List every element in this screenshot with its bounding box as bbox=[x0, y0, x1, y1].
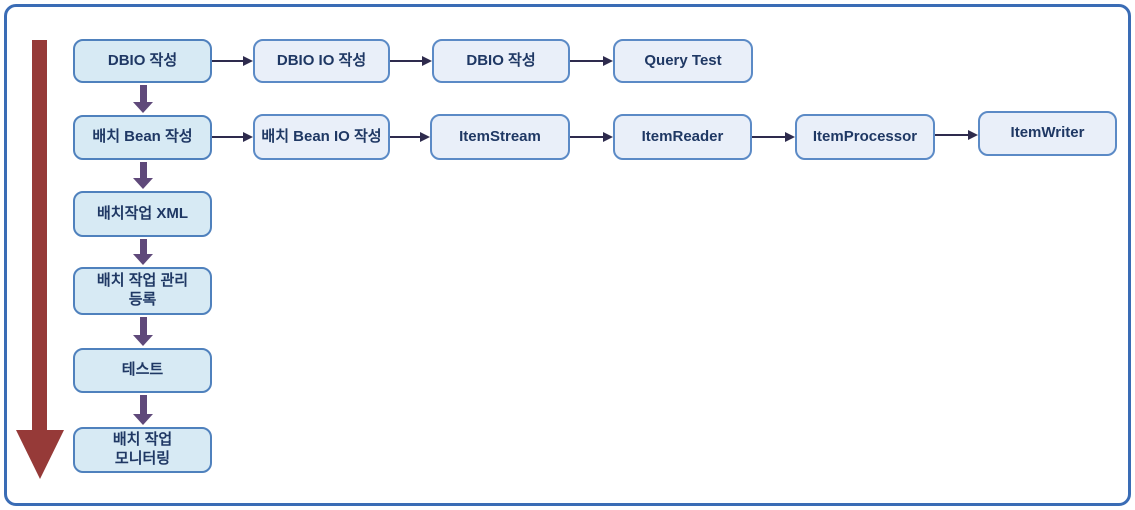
flow-step-batch-job-xml: 배치작업 XML bbox=[73, 191, 212, 237]
arrow-shaft bbox=[935, 134, 970, 136]
arrow-head bbox=[133, 335, 153, 346]
arrow-head bbox=[968, 130, 978, 140]
arrow-head bbox=[243, 56, 253, 66]
arrow-down-icon bbox=[132, 162, 154, 189]
arrow-right-icon bbox=[390, 131, 430, 143]
arrow-down-icon bbox=[132, 395, 154, 425]
arrow-head bbox=[243, 132, 253, 142]
flow-step-batch-bean-io-write: 배치 Bean IO 작성 bbox=[253, 114, 390, 160]
flow-step-dbio-write-2: DBIO 작성 bbox=[432, 39, 570, 83]
flow-step-batch-bean-write: 배치 Bean 작성 bbox=[73, 115, 212, 160]
arrow-right-icon bbox=[752, 131, 795, 143]
flow-step-query-test: Query Test bbox=[613, 39, 753, 83]
arrow-shaft bbox=[390, 60, 424, 62]
arrow-head bbox=[133, 414, 153, 425]
arrow-down-icon bbox=[132, 239, 154, 265]
flow-step-batch-job-monitoring: 배치 작업 모니터링 bbox=[73, 427, 212, 473]
arrow-shaft bbox=[139, 162, 147, 179]
arrow-right-icon bbox=[570, 55, 613, 67]
arrow-head bbox=[420, 132, 430, 142]
arrow-right-icon bbox=[212, 55, 253, 67]
arrow-shaft bbox=[570, 136, 605, 138]
arrow-head bbox=[422, 56, 432, 66]
arrow-head bbox=[133, 102, 153, 113]
arrow-shaft bbox=[212, 60, 245, 62]
arrow-head bbox=[603, 132, 613, 142]
arrow-shaft bbox=[212, 136, 245, 138]
arrow-shaft bbox=[390, 136, 422, 138]
arrow-head bbox=[785, 132, 795, 142]
diagram-frame bbox=[4, 4, 1131, 506]
arrow-shaft bbox=[570, 60, 605, 62]
arrow-right-icon bbox=[570, 131, 613, 143]
flow-step-itemreader: ItemReader bbox=[613, 114, 752, 160]
arrow-down-icon bbox=[132, 85, 154, 113]
arrow-right-icon bbox=[390, 55, 432, 67]
arrow-shaft bbox=[139, 239, 147, 255]
flow-step-itemwriter: ItemWriter bbox=[978, 111, 1117, 156]
flow-step-dbio-write: DBIO 작성 bbox=[73, 39, 212, 83]
timeline-arrow-shaft bbox=[32, 40, 47, 430]
flow-step-batch-job-manage-register: 배치 작업 관리 등록 bbox=[73, 267, 212, 315]
arrow-head bbox=[133, 178, 153, 189]
arrow-right-icon bbox=[935, 129, 978, 141]
flow-step-test: 테스트 bbox=[73, 348, 212, 393]
flow-step-itemprocessor: ItemProcessor bbox=[795, 114, 935, 160]
arrow-shaft bbox=[139, 85, 147, 103]
arrow-shaft bbox=[752, 136, 787, 138]
arrow-head bbox=[133, 254, 153, 265]
arrow-down-icon bbox=[132, 317, 154, 346]
flow-step-itemstream: ItemStream bbox=[430, 114, 570, 160]
timeline-arrow-down-icon bbox=[16, 430, 64, 479]
flow-step-dbio-io-write: DBIO IO 작성 bbox=[253, 39, 390, 83]
arrow-shaft bbox=[139, 395, 147, 415]
arrow-head bbox=[603, 56, 613, 66]
arrow-right-icon bbox=[212, 131, 253, 143]
arrow-shaft bbox=[139, 317, 147, 336]
